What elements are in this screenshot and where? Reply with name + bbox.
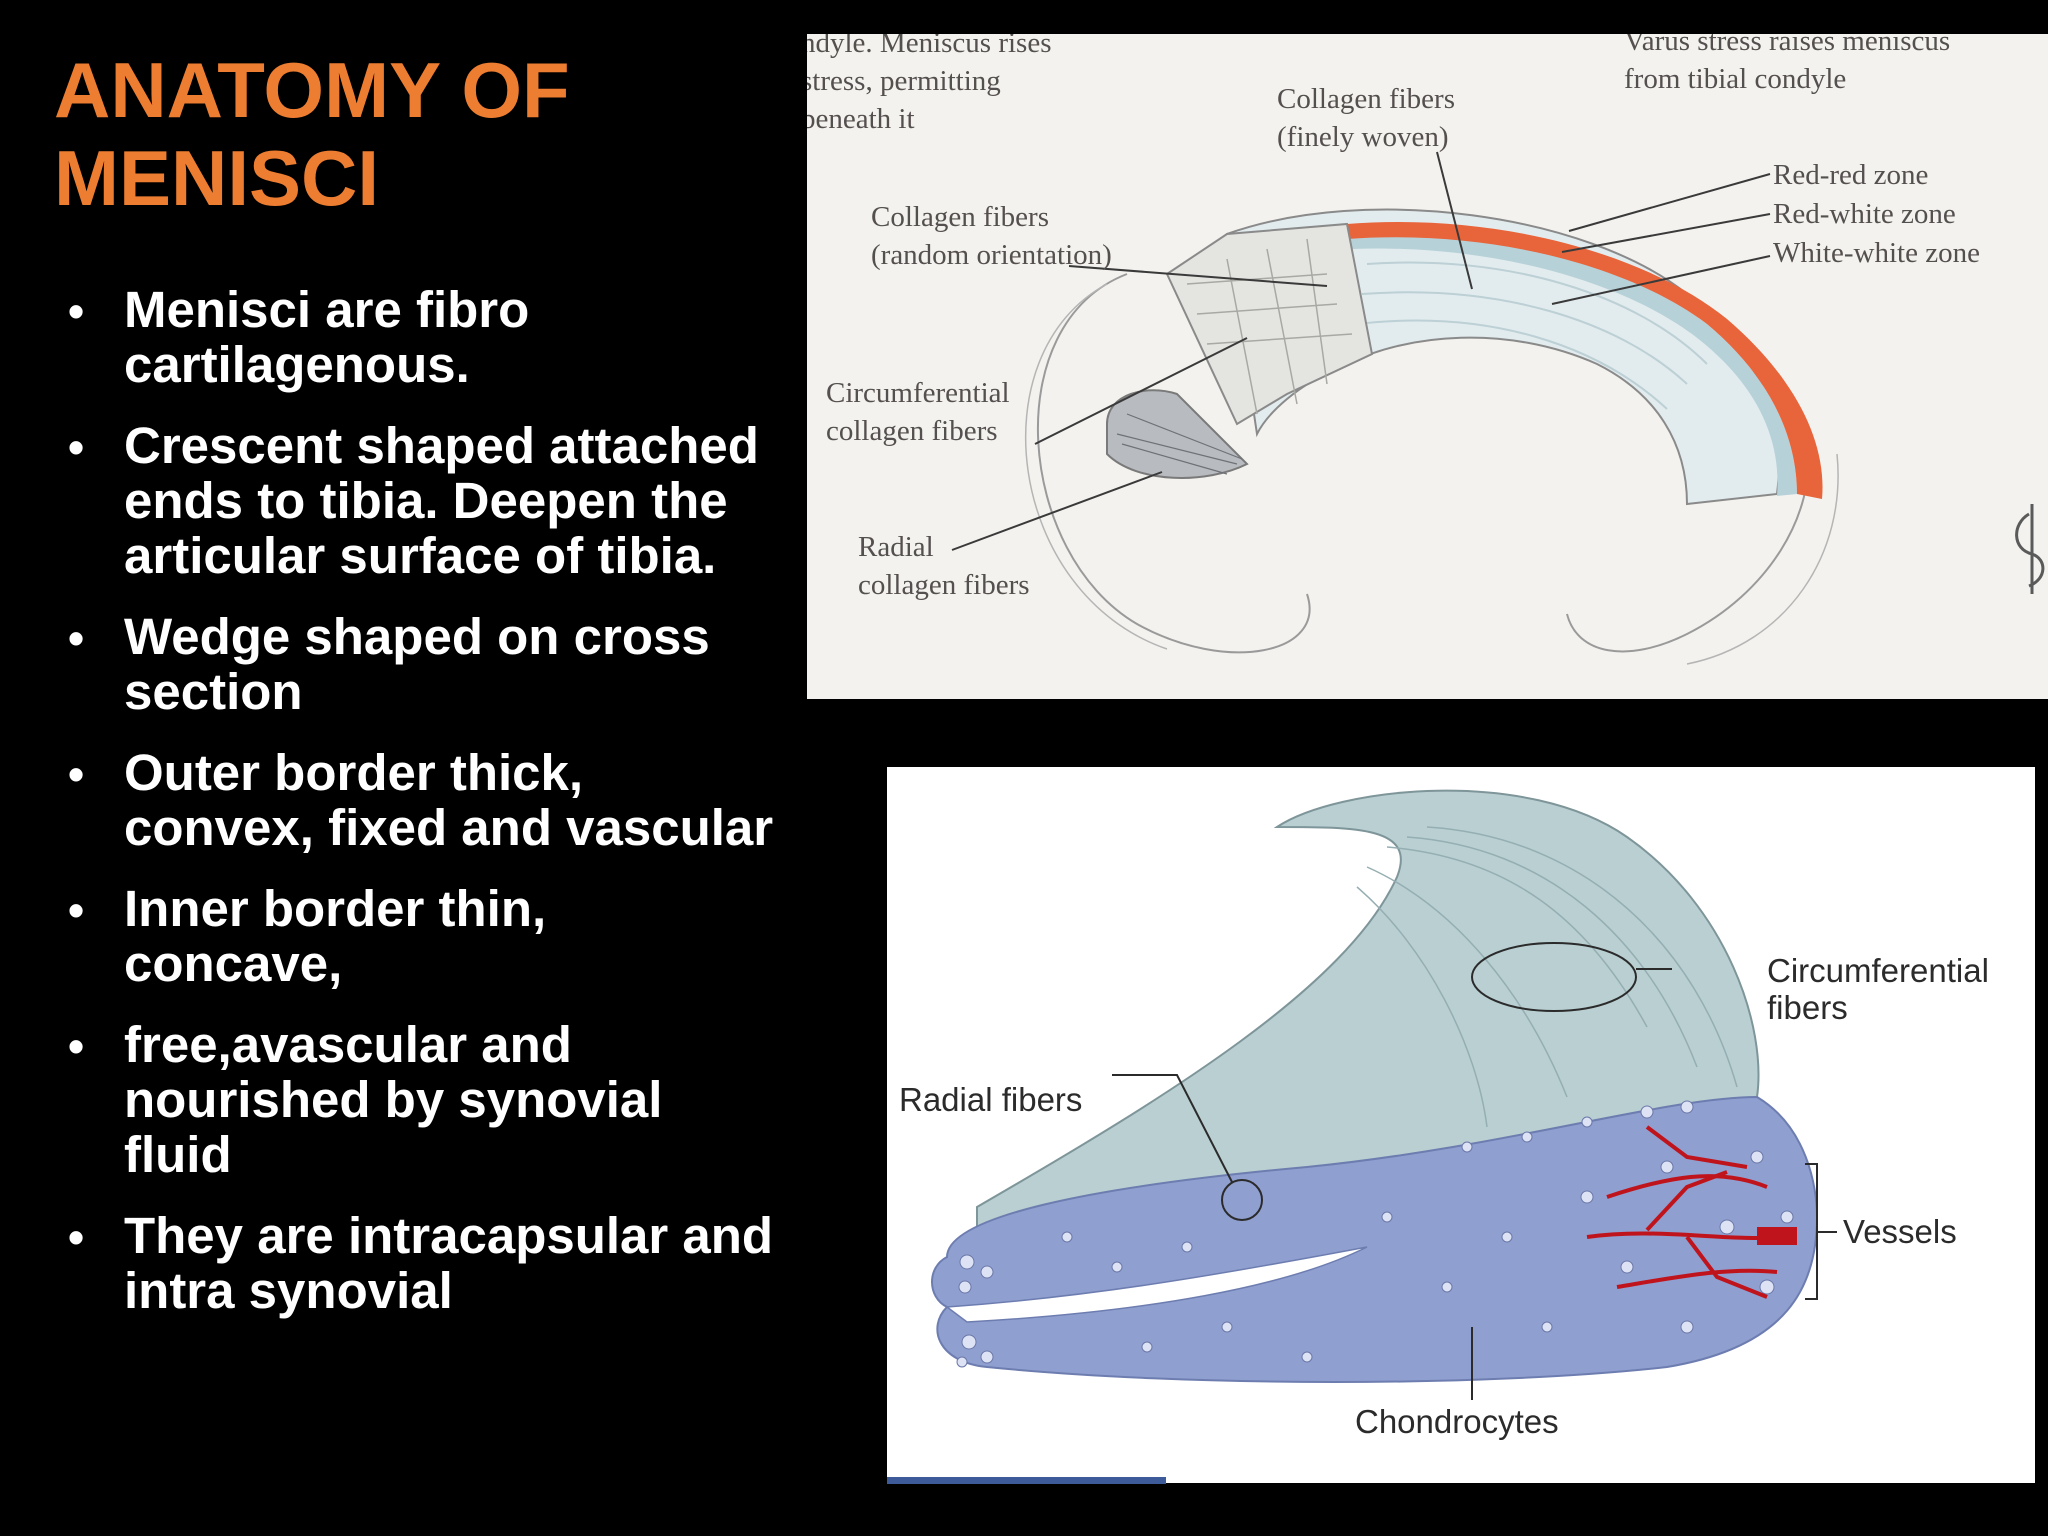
chondrocyte-cells	[956, 1100, 1794, 1368]
label-chondrocytes: Chondrocytes	[1355, 1403, 1559, 1440]
page-mark-icon	[2015, 504, 2045, 594]
meniscus-cross-section-drawing	[931, 789, 1837, 1400]
label-red-red-zone: Red-red zone	[1773, 159, 1929, 191]
meniscus-outline	[1024, 283, 1168, 650]
random-fiber-region	[1165, 222, 1374, 426]
slide-title: ANATOMY OF MENISCI	[54, 46, 774, 222]
leader-line	[1034, 337, 1248, 445]
bullet-point-icon: •	[68, 884, 85, 936]
slide-title-line-1: ANATOMY OF	[54, 46, 570, 134]
label-collagen-finely-woven: Collagen fibers (finely woven)	[1277, 83, 1455, 153]
bullet-item: • Menisci are fibro cartilagenous.	[68, 282, 868, 392]
cross-section-body	[931, 1095, 1819, 1383]
bullet-line: intra synovial	[124, 1262, 453, 1319]
label-red-white-zone: Red-white zone	[1773, 198, 1956, 230]
meniscus-outline	[1686, 453, 1839, 665]
leader-line	[1551, 255, 1771, 305]
bullet-line: Inner border thin,	[124, 880, 547, 937]
label-radial-fibers: Radial fibers	[899, 1081, 1083, 1118]
bullet-item: • Crescent shaped attached ends to tibia…	[68, 418, 868, 583]
bullet-line: section	[124, 663, 303, 720]
label-circumferential-fibers: Circumferential fibers	[1767, 952, 1989, 1026]
radial-callout-icon	[1221, 1179, 1263, 1221]
label-collagen-random: Collagen fibers (random orientation)	[871, 201, 1112, 271]
radial-fiber-lines	[1116, 413, 1243, 475]
bullet-item: • They are intracapsular and intra synov…	[68, 1208, 868, 1318]
meniscus-zones-drawing	[951, 151, 2045, 665]
bullet-item: • Wedge shaped on cross section	[68, 609, 868, 719]
bullet-item: • Inner border thin, concave,	[68, 881, 868, 991]
bullet-item: • free,avascular and nourished by synovi…	[68, 1017, 868, 1182]
meniscus-outline	[1036, 273, 1311, 654]
leader-line	[1068, 265, 1328, 287]
bullet-line: nourished by synovial	[124, 1071, 663, 1128]
cropped-caption-left: ndyle. Meniscus rises stress, permitting…	[807, 34, 1052, 135]
fiber-line	[1356, 319, 1668, 410]
label-white-white-zone: White-white zone	[1773, 237, 1980, 269]
bullet-list: • Menisci are fibro cartilagenous. • Cre…	[68, 282, 868, 1344]
leader-line	[1436, 151, 1473, 290]
slide-title-line-2: MENISCI	[54, 134, 380, 222]
bullet-line: concave,	[124, 935, 343, 992]
bullet-line: free,avascular and	[124, 1016, 572, 1073]
circumferential-fiber-lines	[1356, 826, 1738, 1128]
fiber-line	[1366, 261, 1708, 365]
vessels-bracket-icon	[1805, 1163, 1837, 1300]
bullet-point-icon: •	[68, 421, 85, 473]
bullet-point-icon: •	[68, 1211, 85, 1263]
bullet-line: convex, fixed and vascular	[124, 799, 774, 856]
layer-gap	[944, 1246, 1368, 1323]
label-vessels: Vessels	[1843, 1213, 1957, 1250]
meniscus-cross-section-figure: Circumferential fibers Radial fibers Ves…	[887, 767, 2035, 1483]
meniscus-zones-figure: ndyle. Meniscus rises stress, permitting…	[807, 34, 2048, 699]
leader-line	[1112, 1074, 1233, 1183]
cropped-caption-right: Varus stress raises meniscus from tibial…	[1624, 34, 1951, 95]
figure-underline	[887, 1477, 1166, 1484]
bullet-item: • Outer border thick, convex, fixed and …	[68, 745, 868, 855]
bullet-line: Outer border thick,	[124, 744, 584, 801]
fiber-line	[1361, 291, 1688, 385]
bullet-line: Crescent shaped attached	[124, 417, 759, 474]
random-fiber-lines	[1186, 238, 1353, 415]
leader-line	[951, 471, 1163, 551]
meniscus-outline	[1566, 443, 1810, 653]
bullet-line: They are intracapsular and	[124, 1207, 774, 1264]
bullet-line: cartilagenous.	[124, 336, 470, 393]
leader-line	[1561, 213, 1771, 253]
label-circumferential-collagen: Circumferential collagen fibers	[826, 377, 1010, 447]
bullet-line: articular surface of tibia.	[124, 527, 717, 584]
circumferential-callout-icon	[1471, 942, 1637, 1012]
vessel-trunk	[1757, 1227, 1797, 1245]
leader-line	[1568, 173, 1771, 232]
bullet-point-icon: •	[68, 748, 85, 800]
bullet-point-icon: •	[68, 612, 85, 664]
bullet-line: fluid	[124, 1126, 232, 1183]
label-radial-collagen: Radial collagen fibers	[858, 531, 1030, 601]
bullet-line: ends to tibia. Deepen the	[124, 472, 728, 529]
bullet-point-icon: •	[68, 1020, 85, 1072]
bullet-point-icon: •	[68, 285, 85, 337]
bullet-line: Menisci are fibro	[124, 281, 530, 338]
bullet-line: Wedge shaped on cross	[124, 608, 710, 665]
